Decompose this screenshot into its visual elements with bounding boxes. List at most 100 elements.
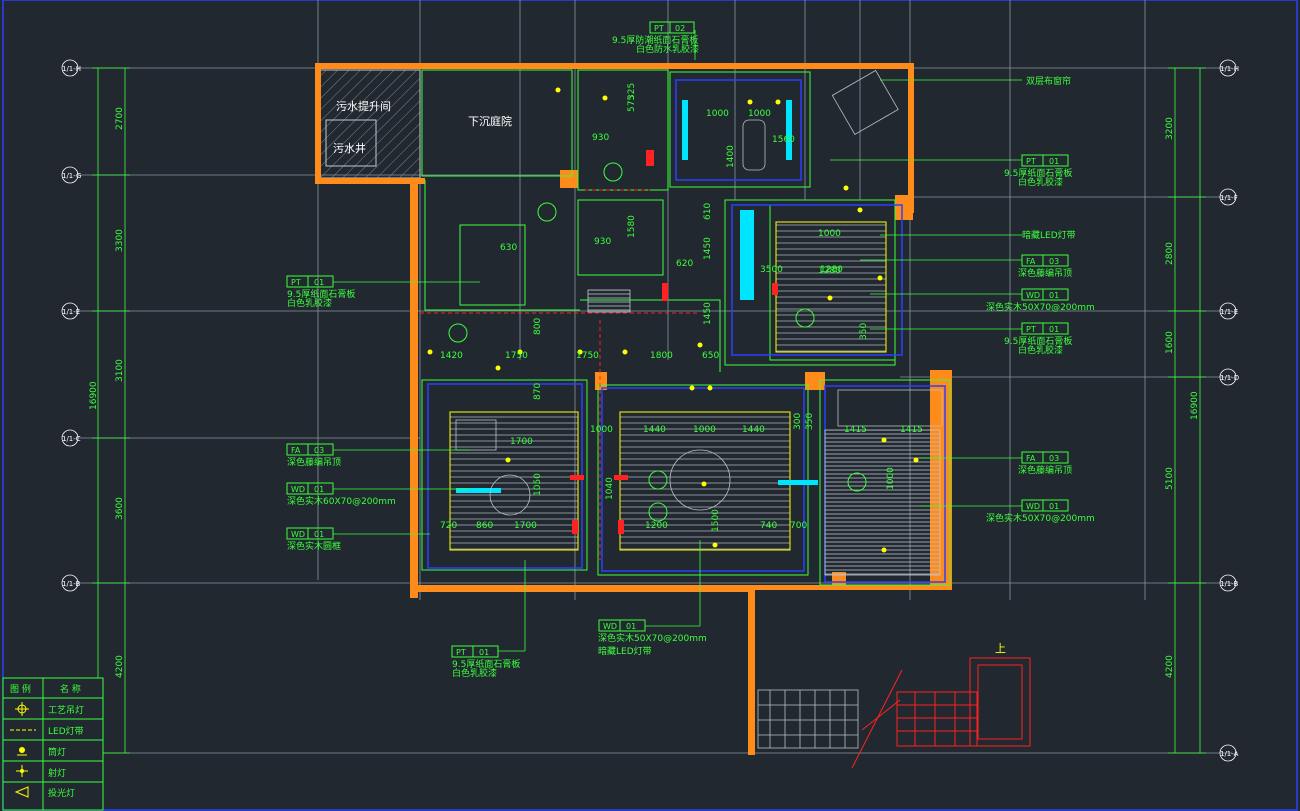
grid-label-h-left: 1/1-H xyxy=(62,65,81,73)
svg-text:PT: PT xyxy=(456,648,466,657)
svg-text:01: 01 xyxy=(1049,157,1059,166)
rattan-ceiling-1 xyxy=(449,411,579,551)
dim-misc-16: 1000 xyxy=(818,229,841,239)
rattan-ceiling-2 xyxy=(619,411,791,551)
svg-text:暗藏LED灯带: 暗藏LED灯带 xyxy=(598,645,652,657)
dim-right-4: 4200 xyxy=(1165,655,1175,678)
dim-misc-14: 800 xyxy=(533,318,543,335)
svg-text:01: 01 xyxy=(1049,325,1059,334)
dim-misc-9: 1000 xyxy=(748,109,771,119)
room-sewage-well: 污水井 xyxy=(333,141,366,155)
grid-label-b-left: 1/1-B xyxy=(62,580,81,588)
dim-left-0: 2700 xyxy=(115,107,125,130)
spotlight-icon xyxy=(16,765,28,777)
inner-dimensions: 1420 1750 1750 1800 650 930 930 630 1000… xyxy=(440,109,923,531)
inner-dimensions-vertical: 575 325 1580 1450 610 1400 1450 800 870 … xyxy=(533,83,896,532)
wood-slat-ceiling xyxy=(824,429,941,576)
svg-text:白色乳胶漆: 白色乳胶漆 xyxy=(1018,176,1063,188)
svg-text:01: 01 xyxy=(314,530,324,539)
dim-misc-34: 720 xyxy=(440,521,457,531)
grid-label-g-left: 1/1-G xyxy=(62,172,81,180)
dim-misc-13: 1450 xyxy=(703,302,713,325)
note-curtain: 双层布窗帘 xyxy=(1026,75,1071,87)
svg-text:9.5厚纸面石膏板: 9.5厚纸面石膏板 xyxy=(452,658,520,670)
tag-9[interactable]: FA 03 深色藤编吊顶 xyxy=(1018,451,1072,476)
dim-misc-38: 1700 xyxy=(514,521,537,531)
dim-misc-37: 1500 xyxy=(711,509,721,532)
dim-misc-8: 1000 xyxy=(706,109,729,119)
legend-item-0: 工艺吊灯 xyxy=(48,705,84,716)
grid-label-e-right: 1/1-E xyxy=(1220,308,1238,316)
tag-2[interactable]: PT 01 9.5厚纸面石膏板 白色乳胶漆 xyxy=(286,275,355,309)
svg-text:WD: WD xyxy=(291,530,305,539)
dim-row-a-4: 650 xyxy=(702,351,719,361)
tag-1[interactable]: PT 01 9.5厚纸面石膏板 白色乳胶漆 xyxy=(1004,154,1072,188)
dim-misc-22: 1000 xyxy=(693,425,716,435)
legend-header-icon: 图 例 xyxy=(10,683,31,695)
tag-3[interactable]: FA 03 深色藤编吊顶 xyxy=(1018,254,1072,279)
svg-text:01: 01 xyxy=(1049,291,1059,300)
dim-misc-24: 350 xyxy=(859,323,869,340)
dim-misc-30: 1000 xyxy=(590,425,613,435)
dim-misc-27: 1415 xyxy=(844,425,867,435)
dim-misc-15: 870 xyxy=(533,383,543,400)
grid-label-f-right: 1/1-F xyxy=(1220,194,1238,202)
svg-text:PT: PT xyxy=(1026,157,1036,166)
downlights xyxy=(427,87,919,553)
tag-6[interactable]: FA 03 深色藤编吊顶 xyxy=(286,443,341,468)
tag-8[interactable]: WD 01 深色实木圆框 xyxy=(286,527,341,552)
projector-icon xyxy=(14,786,29,798)
leader-lines xyxy=(333,30,1022,652)
tag-5[interactable]: PT 01 9.5厚纸面石膏板 白色乳胶漆 xyxy=(1004,322,1072,356)
svg-text:01: 01 xyxy=(314,485,324,494)
svg-text:FA: FA xyxy=(291,446,301,455)
svg-text:WD: WD xyxy=(603,622,617,631)
chandelier-icon xyxy=(15,702,29,716)
dim-right-outer: 16900 xyxy=(1190,391,1200,420)
svg-text:深色实木50X70@200mm: 深色实木50X70@200mm xyxy=(986,512,1095,524)
red-dashed-lines xyxy=(420,189,700,560)
svg-text:01: 01 xyxy=(626,622,636,631)
dim-misc-12: 620 xyxy=(676,259,693,269)
svg-text:WD: WD xyxy=(1026,291,1040,300)
dim-misc-21: 1440 xyxy=(643,425,666,435)
downlight-icon xyxy=(17,747,27,756)
dim-left-3: 3600 xyxy=(115,497,125,520)
svg-text:9.5厚防潮纸面石膏板: 9.5厚防潮纸面石膏板 xyxy=(612,34,698,46)
grid-label-e-left: 1/1-E xyxy=(62,308,80,316)
tag-4[interactable]: WD 01 深色实木50X70@200mm xyxy=(986,288,1095,313)
grid-bubbles-left: 1/1-H 1/1-G 1/1-E 1/1-C 1/1-B 1/1-A xyxy=(61,59,81,762)
dim-misc-20: 1050 xyxy=(533,473,543,496)
svg-text:FA: FA xyxy=(1026,454,1036,463)
stair-slats xyxy=(587,289,631,313)
dim-misc-32: 740 xyxy=(760,521,777,531)
red-fixtures xyxy=(570,150,778,534)
tag-11[interactable]: WD 01 深色实木50X70@200mm 暗藏LED灯带 xyxy=(598,619,707,657)
svg-text:03: 03 xyxy=(314,446,324,455)
tag-7[interactable]: WD 01 深色实木60X70@200mm xyxy=(286,482,396,507)
grid-label-c-left: 1/1-C xyxy=(62,435,81,443)
svg-text:9.5厚纸面石膏板: 9.5厚纸面石膏板 xyxy=(287,288,355,300)
dim-row-a-2: 1750 xyxy=(576,351,599,361)
dim-misc-7: 610 xyxy=(703,203,713,220)
dim-row-a-0: 1420 xyxy=(440,351,463,361)
svg-text:PT: PT xyxy=(291,278,301,287)
tag-12[interactable]: PT 01 9.5厚纸面石膏板 白色乳胶漆 xyxy=(451,645,520,679)
dim-misc-23: 1440 xyxy=(742,425,765,435)
interior-walls xyxy=(421,69,951,586)
svg-text:PT: PT xyxy=(1026,325,1036,334)
tag-0[interactable]: PT 02 9.5厚防潮纸面石膏板 白色防水乳胶漆 xyxy=(612,21,699,55)
svg-text:白色乳胶漆: 白色乳胶漆 xyxy=(1018,344,1063,356)
dim-misc-28: 1415 xyxy=(900,425,923,435)
svg-text:白色乳胶漆: 白色乳胶漆 xyxy=(287,297,332,309)
dim-row-a-3: 1800 xyxy=(650,351,673,361)
svg-text:深色藤编吊顶: 深色藤编吊顶 xyxy=(1018,267,1072,279)
grid-label-d-right: 1/1-D xyxy=(1220,374,1239,382)
svg-text:01: 01 xyxy=(314,278,324,287)
dim-misc-29: 1700 xyxy=(510,437,533,447)
dim-misc-4: 1580 xyxy=(627,215,637,238)
tag-10[interactable]: WD 01 深色实木50X70@200mm xyxy=(986,499,1095,524)
svg-text:深色藤编吊顶: 深色藤编吊顶 xyxy=(1018,464,1072,476)
legend-header-name: 名 称 xyxy=(60,683,81,695)
